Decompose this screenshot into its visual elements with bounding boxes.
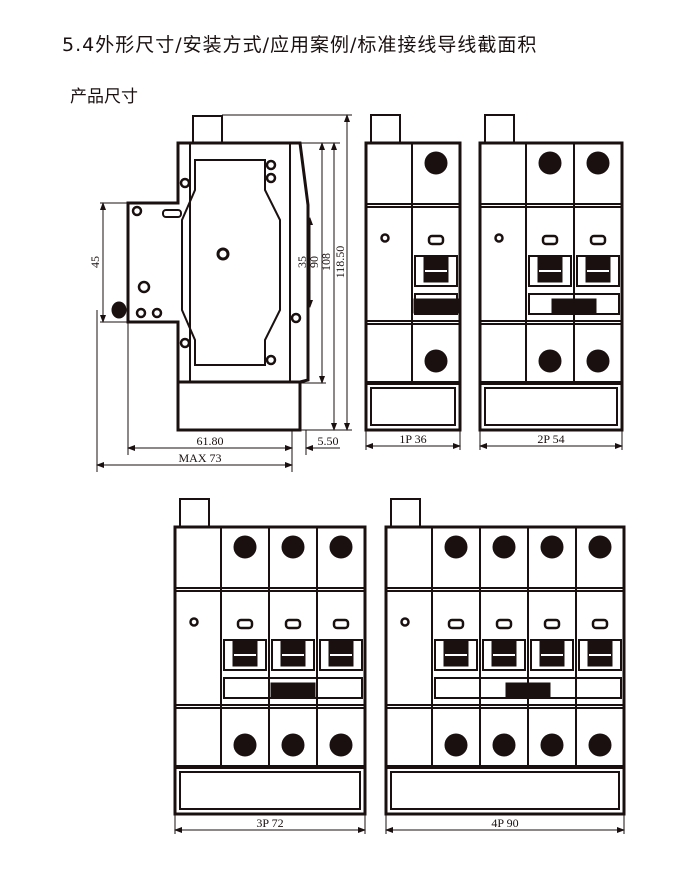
- side-inner-frame: [181, 159, 281, 366]
- status-window-icon: [332, 618, 350, 630]
- terminal-screw-icon: [492, 535, 516, 559]
- side-dimension-labels: 45 35 90 108 118.50 61.80 5.50 MAX 73: [88, 246, 347, 465]
- terminal-screw-icon: [444, 733, 468, 757]
- terminal-screw-icon: [233, 535, 257, 559]
- terminal-screw-icon: [586, 349, 610, 373]
- side-view: [111, 115, 310, 432]
- front-dimension: 1P 36: [365, 430, 461, 450]
- front-view-4p: [384, 498, 626, 816]
- status-window-icon: [543, 618, 561, 630]
- front-body: [384, 525, 626, 816]
- handle-icon: [232, 639, 258, 667]
- front-view-3p: [173, 498, 367, 816]
- section-title: 5.4外形尺寸/安装方式/应用案例/标准接线导线截面积: [62, 34, 538, 56]
- width-label: 2P 54: [537, 432, 564, 446]
- terminal-screw-icon: [538, 151, 562, 175]
- terminal-screw-icon: [424, 151, 448, 175]
- subsection-title: 产品尺寸: [70, 87, 138, 107]
- dim-118-50: 118.50: [333, 246, 347, 279]
- status-window-icon: [447, 618, 465, 630]
- handle-icon: [491, 639, 517, 667]
- handle-icon: [539, 639, 565, 667]
- handle-link-bar: [270, 682, 316, 698]
- terminal-screw-icon: [233, 733, 257, 757]
- front-cap: [179, 498, 210, 528]
- front-base: [370, 387, 456, 426]
- terminal-screw-icon: [540, 535, 564, 559]
- handle-link: [434, 677, 622, 699]
- terminal-screw-icon: [538, 349, 562, 373]
- terminal-screw-icon: [492, 733, 516, 757]
- front-dimension: 3P 72: [174, 814, 366, 834]
- terminal-screw-icon: [281, 733, 305, 757]
- dim-35: 35: [295, 256, 309, 268]
- front-cap: [484, 114, 515, 144]
- dim-90: 90: [307, 256, 321, 268]
- status-window-icon: [236, 618, 254, 630]
- terminal-screw-icon: [588, 733, 612, 757]
- terminal-screw-icon: [588, 535, 612, 559]
- status-window-icon: [284, 618, 302, 630]
- front-cap: [370, 114, 401, 144]
- front-cap: [390, 498, 421, 528]
- side-cap: [192, 115, 223, 144]
- width-label: 1P 36: [399, 432, 426, 446]
- front-dimension: 4P 90: [385, 814, 625, 834]
- dim-5-50: 5.50: [318, 434, 339, 448]
- dim-108: 108: [319, 253, 333, 271]
- terminal-screw-icon: [329, 535, 353, 559]
- mounting-hole-icon: [216, 247, 230, 261]
- front-body: [478, 141, 624, 432]
- handle-link: [223, 677, 363, 699]
- handle-icon: [587, 639, 613, 667]
- handle-icon: [423, 255, 449, 283]
- status-window-icon: [541, 234, 559, 246]
- front-view-1p: [364, 114, 462, 432]
- status-window-icon: [591, 618, 609, 630]
- indicator-icon: [189, 617, 199, 627]
- handle-icon: [585, 255, 611, 283]
- terminal-screw-icon: [444, 535, 468, 559]
- status-window-icon: [427, 234, 445, 246]
- status-window-icon: [495, 618, 513, 630]
- indicator-icon: [400, 617, 410, 627]
- handle-link-bar: [551, 298, 597, 314]
- handle-link-bar: [505, 682, 551, 698]
- indicator-icon: [494, 233, 504, 243]
- handle-link: [528, 293, 620, 315]
- width-label: 4P 90: [491, 816, 518, 830]
- front-view-2p: [478, 114, 624, 432]
- side-dimensions: [96, 114, 352, 472]
- terminal-screw-icon: [281, 535, 305, 559]
- handle-icon: [328, 639, 354, 667]
- width-label: 3P 72: [256, 816, 283, 830]
- dim-61-80: 61.80: [197, 434, 224, 448]
- status-window-icon: [589, 234, 607, 246]
- front-base: [484, 387, 618, 426]
- front-base: [390, 771, 620, 810]
- terminal-screw-icon: [424, 349, 448, 373]
- handle-icon: [280, 639, 306, 667]
- side-base: [176, 380, 302, 432]
- terminal-screw-icon: [329, 733, 353, 757]
- front-dimension: 2P 54: [479, 430, 623, 450]
- handle-icon: [443, 639, 469, 667]
- handle-link-bar: [413, 298, 459, 314]
- front-base: [179, 771, 361, 810]
- dim-max-73: MAX 73: [178, 451, 221, 465]
- dim-45: 45: [88, 256, 102, 268]
- handle-icon: [537, 255, 563, 283]
- indicator-icon: [380, 233, 390, 243]
- terminal-screw-icon: [540, 733, 564, 757]
- terminal-screw-icon: [586, 151, 610, 175]
